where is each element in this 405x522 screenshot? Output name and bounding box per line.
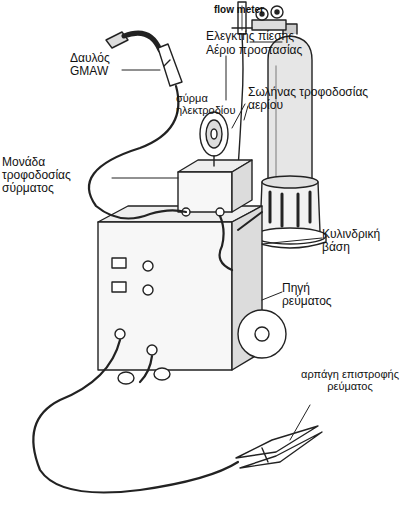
part-label: flow meter — [214, 4, 284, 15]
ground-clamp — [236, 426, 322, 468]
part-label: Πηγή ρεύματος — [282, 282, 352, 308]
part-label: Μονάδα τροφοδοσίας σύρματος — [2, 156, 112, 195]
wire-spool — [200, 112, 228, 166]
part-label: Κυλινδρική βάση — [322, 228, 402, 254]
torch-cable — [89, 86, 186, 219]
leader-lines — [112, 42, 322, 440]
power-source — [98, 206, 262, 370]
wire-feeder — [178, 160, 252, 216]
part-label: Δαυλός GMAW — [70, 52, 118, 78]
cylinder-base — [254, 176, 326, 248]
part-label: αρπάγη επιστροφής ρεύματος — [300, 368, 400, 392]
gmaw-torch — [106, 32, 182, 86]
return-cable — [33, 340, 238, 493]
part-label: σύρμα ηλεκτροδίου — [176, 92, 244, 116]
part-label: Ελεγκτής πίεσης — [206, 30, 316, 43]
part-label: Σωλήνας τροφοδοσίας αερίου — [248, 86, 378, 112]
cable-stub — [140, 356, 152, 382]
part-label: Αέριο προστασίας — [206, 44, 326, 57]
power-cable — [220, 216, 232, 270]
cart-wheels — [118, 212, 286, 384]
